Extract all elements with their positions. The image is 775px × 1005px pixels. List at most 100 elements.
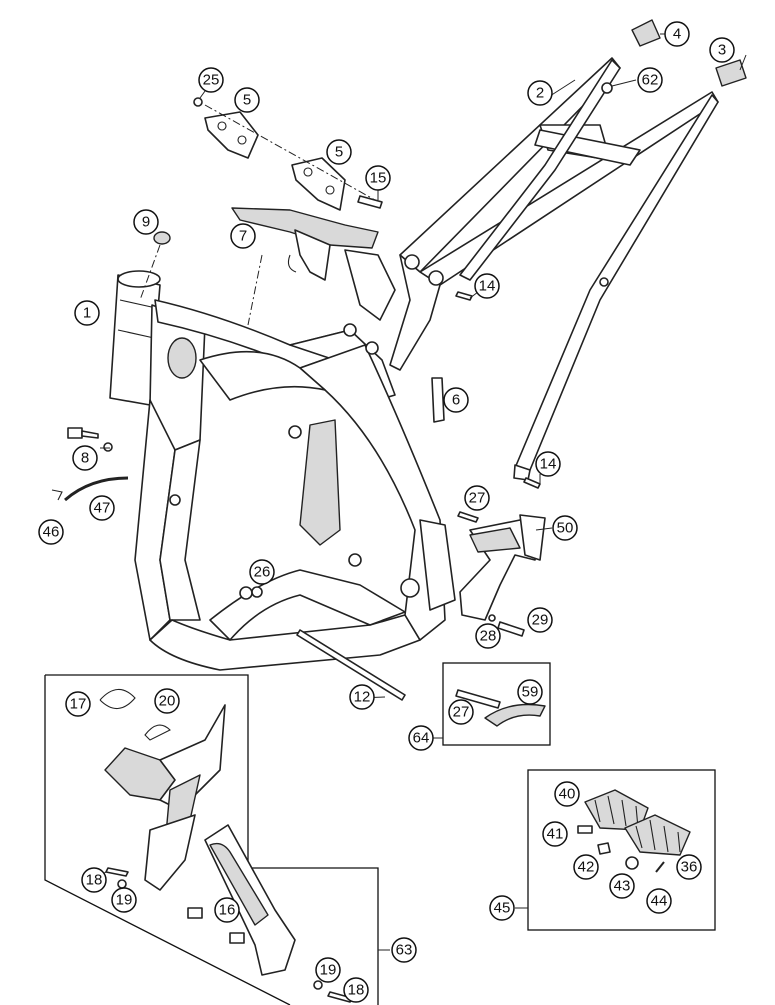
svg-text:41: 41 bbox=[547, 826, 564, 843]
svg-text:27: 27 bbox=[453, 704, 470, 721]
callout-64: 64 bbox=[408, 725, 434, 751]
cable-tie-17 bbox=[99, 688, 136, 710]
svg-text:9: 9 bbox=[142, 214, 150, 231]
callout-63: 63 bbox=[391, 937, 417, 963]
svg-text:3: 3 bbox=[718, 42, 726, 59]
svg-text:36: 36 bbox=[681, 859, 698, 876]
callout-45: 45 bbox=[489, 895, 515, 921]
callout-18a: 18 bbox=[81, 867, 107, 893]
svg-text:28: 28 bbox=[480, 628, 497, 645]
svg-text:12: 12 bbox=[354, 689, 371, 706]
callout-20: 20 bbox=[154, 688, 180, 714]
pin-44 bbox=[655, 861, 665, 873]
plug-axis bbox=[139, 244, 161, 301]
screw-18a bbox=[105, 867, 129, 877]
svg-text:27: 27 bbox=[469, 490, 486, 507]
callout-7: 7 bbox=[230, 223, 256, 249]
callout-19b: 19 bbox=[315, 957, 341, 983]
spacer-16a bbox=[187, 907, 203, 919]
callout-14a: 14 bbox=[474, 273, 500, 299]
holder-axis bbox=[247, 254, 263, 326]
washer-28 bbox=[488, 614, 496, 622]
svg-text:43: 43 bbox=[614, 878, 631, 895]
clip-46 bbox=[51, 489, 63, 501]
callout-41: 41 bbox=[542, 821, 568, 847]
svg-text:59: 59 bbox=[522, 684, 539, 701]
callout-3: 3 bbox=[709, 37, 735, 63]
callout-59: 59 bbox=[517, 679, 543, 705]
box-45-frame bbox=[527, 769, 716, 931]
callout-8: 8 bbox=[72, 445, 98, 471]
svg-text:25: 25 bbox=[203, 72, 220, 89]
callout-25: 25 bbox=[198, 67, 224, 93]
svg-text:42: 42 bbox=[578, 859, 595, 876]
svg-text:47: 47 bbox=[94, 500, 111, 517]
callout-47: 47 bbox=[89, 495, 115, 521]
svg-text:44: 44 bbox=[651, 893, 668, 910]
callout-26: 26 bbox=[249, 559, 275, 585]
callout-19a: 19 bbox=[111, 887, 137, 913]
svg-text:19: 19 bbox=[320, 962, 337, 979]
bolt-12 bbox=[296, 629, 406, 701]
callout-2: 2 bbox=[527, 80, 553, 106]
washer-19b bbox=[313, 980, 323, 990]
svg-text:29: 29 bbox=[532, 612, 549, 629]
bracket-axis bbox=[204, 104, 376, 201]
callout-6: 6 bbox=[443, 387, 469, 413]
screw-14a bbox=[455, 291, 473, 301]
svg-text:2: 2 bbox=[536, 85, 544, 102]
tab-6 bbox=[431, 377, 445, 423]
callout-27a: 27 bbox=[464, 485, 490, 511]
svg-text:50: 50 bbox=[557, 520, 574, 537]
svg-text:15: 15 bbox=[370, 170, 387, 187]
svg-text:46: 46 bbox=[43, 524, 60, 541]
svg-text:45: 45 bbox=[494, 900, 511, 917]
svg-text:14: 14 bbox=[479, 278, 496, 295]
callout-4: 4 bbox=[664, 21, 690, 47]
screw-8 bbox=[67, 427, 113, 452]
main-frame bbox=[109, 270, 456, 671]
screw-29 bbox=[497, 621, 525, 637]
svg-text:20: 20 bbox=[159, 693, 176, 710]
svg-text:1: 1 bbox=[83, 305, 91, 322]
callout-5a: 5 bbox=[234, 87, 260, 113]
box-64-frame bbox=[442, 662, 551, 746]
screw-27-box bbox=[455, 689, 501, 709]
spring-42 bbox=[597, 842, 611, 855]
footrest-36 bbox=[624, 814, 691, 856]
callout-36: 36 bbox=[676, 854, 702, 880]
callout-27b: 27 bbox=[448, 699, 474, 725]
part-7-holder bbox=[231, 207, 396, 321]
screw-14b bbox=[523, 477, 541, 489]
callout-42: 42 bbox=[573, 854, 599, 880]
callout-43: 43 bbox=[609, 873, 635, 899]
nut-25 bbox=[193, 97, 203, 107]
screw-15 bbox=[357, 195, 383, 209]
svg-text:17: 17 bbox=[70, 696, 87, 713]
frame-protector-left bbox=[104, 704, 226, 891]
cable-tie-20 bbox=[144, 724, 171, 741]
sidestand-holder-50 bbox=[459, 514, 546, 621]
callout-46: 46 bbox=[38, 519, 64, 545]
svg-text:14: 14 bbox=[540, 456, 557, 473]
svg-text:4: 4 bbox=[673, 26, 681, 43]
svg-text:26: 26 bbox=[254, 564, 271, 581]
svg-text:64: 64 bbox=[413, 730, 430, 747]
rear-subframe bbox=[389, 57, 719, 481]
plug-9 bbox=[153, 231, 171, 245]
screw-27 bbox=[457, 511, 479, 523]
callout-5b: 5 bbox=[326, 139, 352, 165]
svg-text:63: 63 bbox=[396, 942, 413, 959]
svg-text:40: 40 bbox=[559, 786, 576, 803]
svg-text:8: 8 bbox=[81, 450, 89, 467]
callout-50: 50 bbox=[552, 515, 578, 541]
callout-18b: 18 bbox=[343, 977, 369, 1003]
svg-text:16: 16 bbox=[219, 902, 236, 919]
callout-28: 28 bbox=[475, 623, 501, 649]
callout-16: 16 bbox=[214, 897, 240, 923]
svg-text:19: 19 bbox=[116, 892, 133, 909]
subframe-end-caps bbox=[631, 19, 747, 87]
svg-text:5: 5 bbox=[335, 144, 343, 161]
